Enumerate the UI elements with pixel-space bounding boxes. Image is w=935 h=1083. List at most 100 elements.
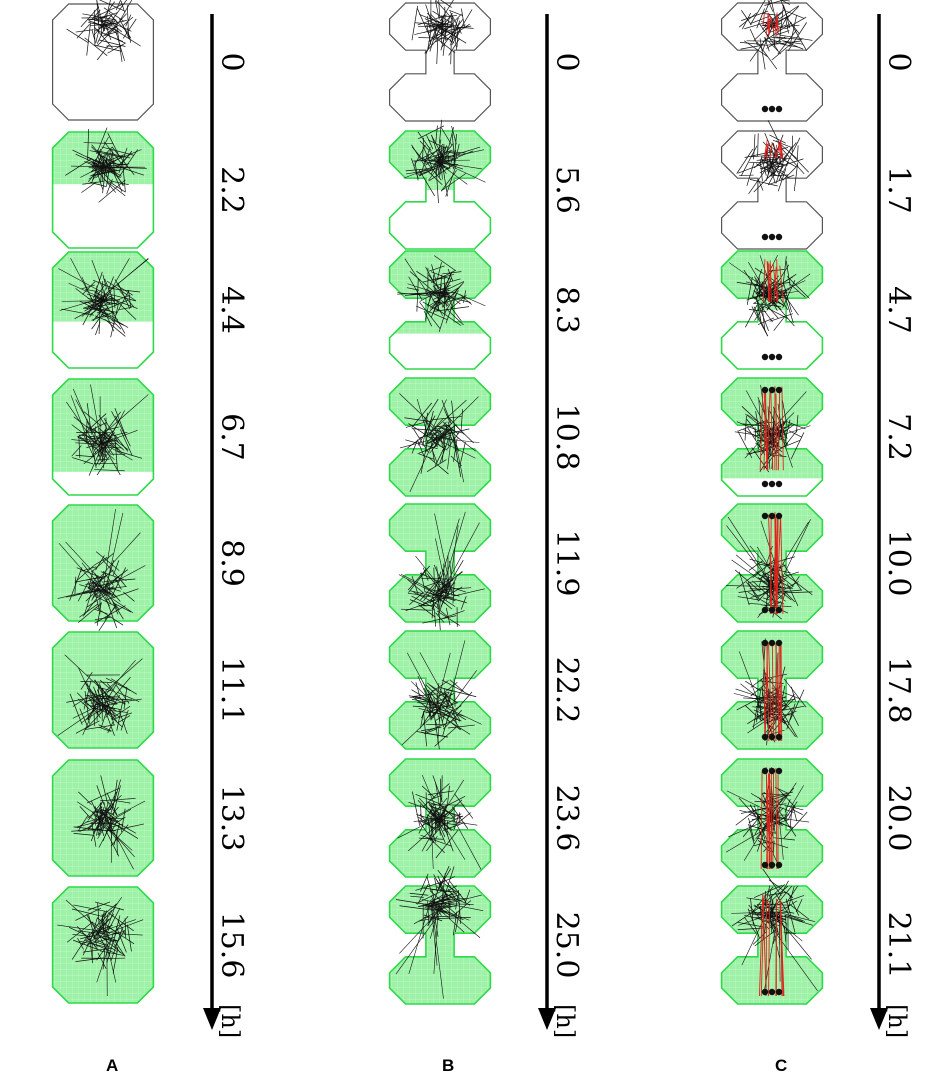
arena-outline — [720, 630, 824, 750]
highlighted-filaments — [763, 139, 784, 159]
arena-snapshot — [388, 758, 492, 878]
marker-dot — [768, 639, 776, 647]
highlighted-filaments — [768, 512, 784, 615]
panel-a: [h] 02.24.46.78.911.113.315.6 A — [51, 0, 249, 1075]
filament-mass — [403, 119, 486, 204]
snapshots-c — [720, 0, 824, 1005]
arena-outline — [720, 377, 824, 497]
arena-snapshot — [51, 886, 155, 1004]
filament-mass — [397, 255, 486, 333]
arena-snapshot — [51, 251, 155, 369]
arena-outline — [388, 377, 492, 497]
arena-outline — [52, 3, 154, 121]
marker-dot — [775, 512, 783, 520]
filament-mass — [397, 774, 482, 870]
time-labels-a: 02.24.46.78.911.113.315.6 — [214, 52, 249, 978]
marker-dot — [775, 639, 783, 647]
arena-snapshot — [721, 120, 823, 250]
arena-snapshot — [52, 0, 154, 121]
highlighted-filaments — [759, 386, 784, 471]
marker-dot — [761, 512, 769, 520]
marker-dot — [768, 733, 776, 741]
time-label: 13.3 — [214, 785, 249, 852]
highlighted-filaments — [762, 259, 784, 303]
arena-outline — [388, 630, 492, 750]
time-label: 8.9 — [214, 539, 249, 587]
arena-outline — [389, 2, 491, 122]
marker-dot — [761, 988, 769, 996]
marker-dots — [761, 512, 783, 614]
time-labels-c: 01.74.77.210.017.820.021.1 — [881, 52, 916, 978]
time-unit-a: [h] — [216, 1004, 244, 1038]
time-axis-arrowhead-c — [870, 1008, 888, 1030]
marker-dot — [775, 233, 783, 241]
arena-snapshot — [51, 759, 155, 877]
time-label: 22.2 — [549, 657, 584, 724]
arena-snapshot — [389, 0, 491, 122]
marker-dot — [775, 988, 783, 996]
explored-area — [52, 379, 154, 472]
marker-dots — [761, 988, 783, 996]
highlighted-filaments — [763, 641, 783, 742]
time-label: 15.6 — [214, 912, 249, 979]
arena-snapshot — [720, 377, 824, 497]
explored-area — [721, 251, 823, 310]
filament-mass — [66, 384, 149, 476]
filament-mass — [66, 0, 141, 62]
marker-dot — [761, 639, 769, 647]
snapshots-b — [388, 0, 492, 1005]
filament-mass — [71, 775, 146, 870]
arena-outline — [721, 130, 823, 250]
highlighted-filaments — [762, 12, 780, 36]
arena-snapshot — [388, 250, 492, 370]
arena-outline — [51, 378, 155, 496]
filament-mass — [739, 0, 813, 70]
arena-outline — [51, 504, 155, 622]
filament-mass — [398, 511, 485, 632]
arena-snapshot — [51, 127, 155, 249]
marker-dot — [761, 105, 769, 113]
marker-dots — [761, 639, 783, 741]
arena-snapshot — [51, 631, 155, 749]
arena-snapshot — [721, 0, 823, 122]
explored-area — [389, 504, 491, 622]
explored-area — [389, 886, 491, 1004]
filament-mass — [401, 640, 482, 750]
marker-dot — [768, 105, 776, 113]
time-label: 5.6 — [549, 166, 584, 214]
marker-dot — [761, 386, 769, 394]
filament-mass — [395, 865, 484, 999]
marker-dot — [761, 353, 769, 361]
arena-outline — [51, 886, 155, 1004]
time-label: 20.0 — [881, 785, 916, 852]
marker-dot — [768, 861, 776, 869]
filament-mass — [65, 127, 147, 203]
arena-outline — [51, 631, 155, 749]
time-label: 23.6 — [549, 785, 584, 852]
filament-mass — [57, 896, 144, 997]
filament-mass — [736, 120, 809, 194]
marker-dots — [761, 386, 783, 488]
arena-snapshot — [51, 378, 155, 496]
arena-snapshot — [388, 377, 492, 497]
marker-dot — [768, 353, 776, 361]
arena-outline — [388, 503, 492, 623]
arena-snapshot — [388, 503, 492, 632]
marker-dot — [768, 386, 776, 394]
marker-dot — [768, 512, 776, 520]
time-label: 7.2 — [881, 413, 916, 461]
arena-outline — [388, 885, 492, 1005]
explored-area — [52, 505, 154, 621]
explored-area — [721, 631, 823, 749]
highlighted-filaments — [759, 894, 785, 997]
time-label: 4.7 — [881, 286, 916, 334]
time-label: 10.8 — [549, 404, 584, 471]
filament-mass — [57, 654, 143, 736]
marker-dot — [768, 233, 776, 241]
arena-outline — [720, 250, 824, 370]
arena-snapshot — [51, 504, 155, 631]
arena-outline — [388, 130, 492, 250]
time-unit-c: [h] — [883, 1004, 911, 1038]
time-label: 0 — [214, 52, 249, 71]
